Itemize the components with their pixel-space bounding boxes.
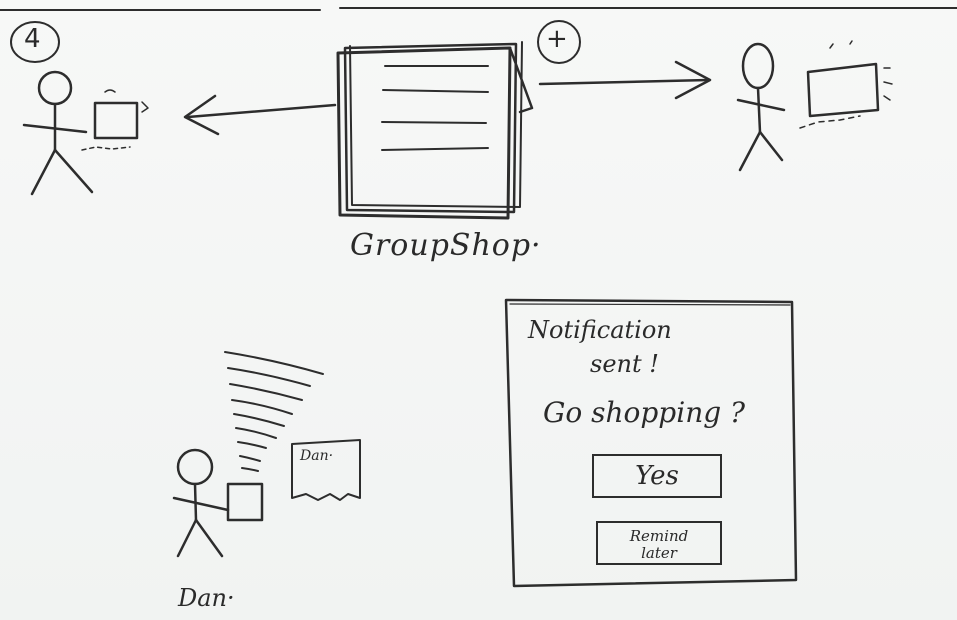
phone-screen-dan bbox=[291, 439, 361, 501]
add-symbol: + bbox=[546, 24, 568, 54]
remind-later-label: Remind bbox=[629, 527, 689, 545]
person-icon-dan bbox=[172, 448, 230, 558]
step-number-circle bbox=[10, 21, 60, 63]
add-symbol-circle bbox=[537, 20, 581, 64]
person-icon-left bbox=[22, 70, 94, 196]
remind-later-button[interactable]: Remind later bbox=[596, 521, 722, 565]
arrow-right-icon bbox=[538, 60, 712, 100]
document-icon bbox=[336, 41, 534, 220]
yes-button[interactable]: Yes bbox=[592, 454, 722, 498]
phone-screen-label: Dan· bbox=[300, 448, 334, 464]
notification-title-line2: sent ! bbox=[590, 350, 659, 378]
notification-title: Notification bbox=[528, 316, 672, 344]
phone-icon-left bbox=[81, 89, 149, 151]
remind-later-label-line2: later bbox=[641, 544, 677, 562]
phone-icon-right bbox=[799, 40, 893, 129]
signal-waves-icon bbox=[224, 351, 324, 472]
notification-frame bbox=[504, 298, 798, 588]
app-name: GroupShop· bbox=[350, 228, 542, 263]
yes-button-label: Yes bbox=[635, 461, 679, 491]
arrow-left-icon bbox=[183, 94, 337, 136]
phone-icon-dan bbox=[226, 482, 264, 522]
person-icon-right bbox=[736, 42, 786, 172]
notification-question: Go shopping ? bbox=[543, 396, 746, 429]
step-number: 4 bbox=[24, 24, 41, 54]
user-name: Dan· bbox=[178, 584, 235, 612]
